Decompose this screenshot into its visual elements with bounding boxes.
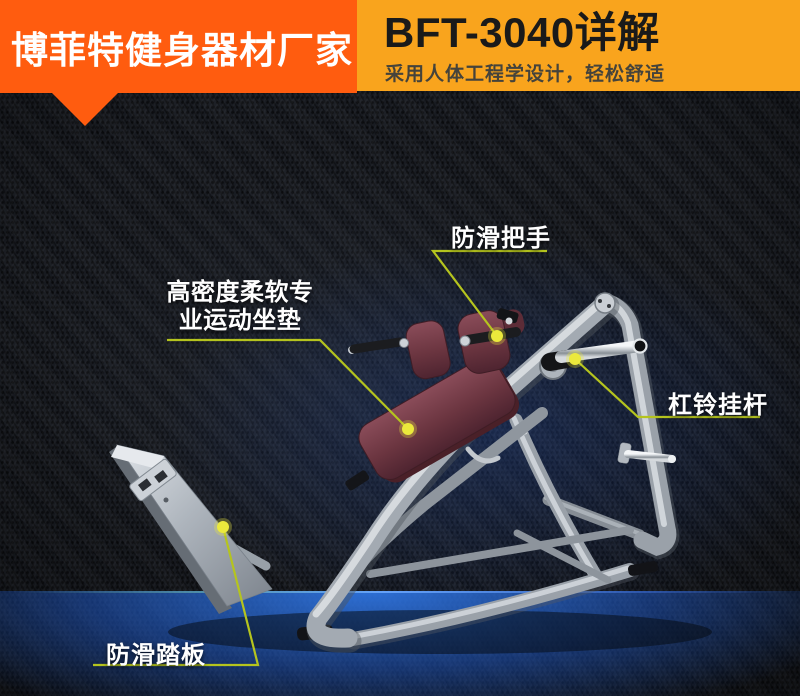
callout-pedal-label: 防滑踏板: [106, 642, 206, 669]
title-block: BFT-3040详解 采用人体工程学设计，轻松舒适: [357, 0, 800, 91]
callout-cushion-line2: 业运动坐垫: [178, 307, 302, 334]
page-subtitle: 采用人体工程学设计，轻松舒适: [385, 64, 666, 85]
machine-shadow: [168, 610, 712, 654]
foot-plate: [109, 444, 273, 614]
brand-name: 博菲特健身器材厂家: [11, 29, 353, 71]
brand-banner-tail: [52, 93, 118, 126]
machine-frame: [203, 292, 680, 653]
callout-barbell-label: 杠铃挂杆: [668, 392, 768, 419]
callout-cushion-label: 高密度柔软专 业运动坐垫: [156, 279, 324, 335]
page-title: BFT-3040详解: [384, 9, 660, 56]
callout-handle-label: 防滑把手: [451, 225, 551, 252]
callout-cushion-line1: 高密度柔软专: [166, 279, 314, 306]
brand-banner: 博菲特健身器材厂家: [0, 0, 357, 93]
